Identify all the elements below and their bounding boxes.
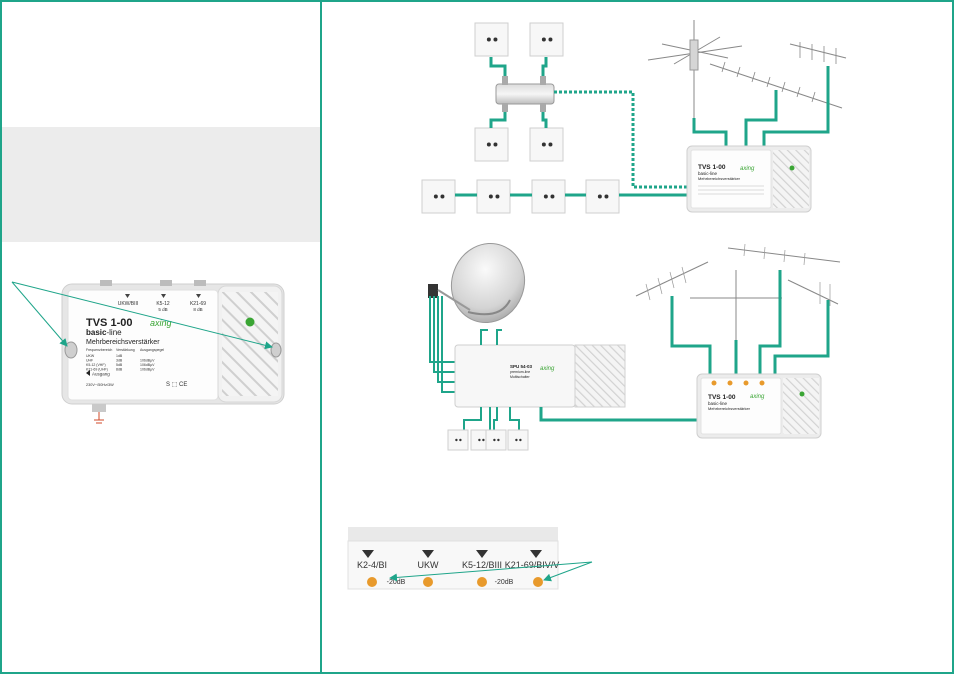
panel-label-2: UKW: [418, 560, 440, 570]
device-line-suffix: -line: [106, 328, 122, 337]
panel-label-1: K2-4/BI: [357, 560, 387, 570]
device2-model: TVS 1-00: [708, 394, 736, 401]
spec-cell: 1dB: [116, 354, 123, 358]
arrow-knob-a: [389, 561, 593, 582]
panel-label-3: K5-12/BIII: [462, 560, 502, 570]
spec-cell: 8dB: [116, 368, 123, 372]
wall-socket: [476, 179, 511, 214]
adjuster-panel: K2-4/BI UKW K5-12/BIII K21-69/BIV/V -20d…: [347, 527, 560, 590]
device-line-bold: basic: [86, 328, 107, 337]
arrow-right-clip: [11, 281, 273, 350]
spec-cell: 106dBµV: [140, 368, 155, 372]
input-label-2: K5-12: [156, 301, 170, 307]
small-device-line: basic-line: [698, 171, 718, 176]
multiswitch-brand: axing: [540, 366, 555, 372]
spec-table: UKW 1dB UHF 3dB 106dBµV K5-12 (VHF) 5dB 106dBµV…: [86, 354, 155, 372]
knob-2[interactable]: [423, 577, 433, 587]
atten-label-2: -20dB: [495, 579, 514, 586]
small-device-brand: axing: [740, 166, 755, 172]
table-header-3: Ausgangspegel: [140, 348, 164, 352]
knob-4[interactable]: [533, 577, 543, 587]
svg-text:basic-line: basic-line: [86, 328, 122, 337]
wall-socket: [485, 429, 507, 451]
wall-socket: [447, 429, 469, 451]
wall-socket: [529, 127, 564, 162]
spec-cell: 5dB: [116, 363, 123, 367]
input-label-1: UKW/BIII: [118, 301, 139, 307]
spec-cell: 106dBµV: [140, 363, 155, 367]
table-header-2: Verstärkung: [116, 348, 135, 352]
arrow-left-clip: [11, 281, 68, 347]
input-label-3: K21-69: [190, 301, 206, 307]
wall-socket: [529, 22, 564, 57]
device-model: TVS 1-00: [86, 317, 132, 329]
small-device-desc: Mehrbereichsverstärker: [698, 176, 741, 181]
wall-socket: [421, 179, 456, 214]
output-label: Ausgang: [92, 372, 110, 377]
device-description: Mehrbereichsverstärker: [86, 339, 160, 346]
multiswitch-model: SPU 54-03: [510, 364, 533, 369]
diagram-top: TVS 1-00 basic-line Mehrbereichsverstärk…: [421, 20, 847, 214]
small-device-model: TVS 1-00: [698, 164, 726, 171]
spec-cell: 106dBµV: [140, 359, 155, 363]
grey-note-band: [2, 127, 320, 242]
wall-socket: [531, 179, 566, 214]
wall-socket: [474, 22, 509, 57]
device2-brand: axing: [750, 394, 765, 400]
panel-label-4: K21-69/BIV/V: [505, 560, 560, 570]
arrow-knob-b: [543, 561, 593, 582]
column-divider: [320, 0, 322, 674]
multiswitch-desc: Multischalter: [510, 375, 530, 379]
diagram-middle: SPU 54-03 premium-line Multischalter axi…: [428, 242, 841, 451]
spec-cell: K5-12 (VHF): [86, 363, 106, 367]
input-sub-2: 5 dB: [158, 307, 167, 312]
knob-1[interactable]: [367, 577, 377, 587]
device2-desc: Mehrbereichsverstärker: [708, 406, 751, 411]
device-photo: UKW/BIII K5-12 K21-69 5 dB 8 dB TVS 1-00…: [61, 280, 285, 424]
spec-cell: UKW: [86, 354, 95, 358]
table-header-1: Frequenzbereich: [86, 348, 112, 352]
multiswitch-line: premium-line: [510, 370, 530, 374]
device2-line: basic-line: [708, 401, 728, 406]
brand-logo: axing: [150, 318, 172, 328]
spec-cell: UHF: [86, 359, 93, 363]
wall-socket: [585, 179, 620, 214]
spec-cell: K21-69 (UHF): [86, 368, 108, 372]
spec-cell: 3dB: [116, 359, 123, 363]
input-sub-3: 8 dB: [193, 307, 202, 312]
svg-text:S ⬚ CE: S ⬚ CE: [166, 382, 187, 388]
wall-socket: [507, 429, 529, 451]
power-led: [245, 317, 255, 327]
wall-socket: [474, 127, 509, 162]
power-label: 230V~/50Hz/3W: [86, 383, 114, 387]
knob-3[interactable]: [477, 577, 487, 587]
atten-label-1: -20dB: [387, 579, 406, 586]
